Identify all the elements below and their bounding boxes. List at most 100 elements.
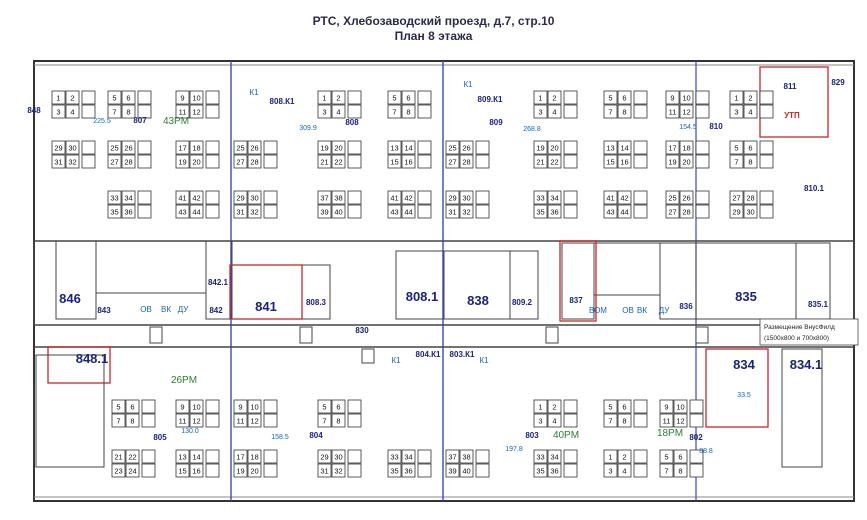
desk[interactable] — [417, 463, 432, 478]
desk[interactable] — [633, 190, 648, 205]
desk[interactable] — [347, 449, 362, 464]
desk[interactable] — [81, 90, 96, 105]
desk[interactable] — [233, 204, 248, 219]
desk[interactable] — [729, 190, 744, 205]
desk[interactable] — [233, 413, 248, 428]
desk[interactable] — [729, 140, 744, 155]
desk[interactable] — [317, 90, 332, 105]
desk[interactable] — [459, 463, 474, 478]
desk[interactable] — [563, 463, 578, 478]
desk[interactable] — [51, 90, 66, 105]
desk[interactable] — [263, 154, 278, 169]
desk[interactable] — [679, 204, 694, 219]
desk[interactable] — [347, 90, 362, 105]
desk[interactable] — [689, 463, 704, 478]
desk[interactable] — [633, 104, 648, 119]
desk[interactable] — [175, 90, 190, 105]
desk[interactable] — [563, 449, 578, 464]
desk[interactable] — [401, 204, 416, 219]
desk[interactable] — [475, 463, 490, 478]
desk[interactable] — [445, 190, 460, 205]
desk[interactable] — [347, 190, 362, 205]
desk[interactable] — [563, 90, 578, 105]
desk[interactable] — [189, 449, 204, 464]
desk[interactable] — [665, 104, 680, 119]
desk[interactable] — [679, 90, 694, 105]
desk[interactable] — [665, 204, 680, 219]
desk[interactable] — [175, 463, 190, 478]
desk[interactable] — [401, 190, 416, 205]
desk[interactable] — [247, 140, 262, 155]
desk[interactable] — [617, 190, 632, 205]
desk[interactable] — [603, 463, 618, 478]
desk[interactable] — [633, 90, 648, 105]
desk[interactable] — [743, 90, 758, 105]
desk[interactable] — [547, 90, 562, 105]
desk[interactable] — [633, 140, 648, 155]
desk[interactable] — [547, 104, 562, 119]
desk[interactable] — [617, 154, 632, 169]
desk[interactable] — [475, 140, 490, 155]
desk[interactable] — [125, 399, 140, 414]
desk[interactable] — [633, 449, 648, 464]
desk[interactable] — [387, 104, 402, 119]
desk[interactable] — [759, 140, 774, 155]
desk[interactable] — [141, 399, 156, 414]
desk[interactable] — [317, 399, 332, 414]
desk[interactable] — [81, 140, 96, 155]
desk[interactable] — [533, 104, 548, 119]
desk[interactable] — [189, 204, 204, 219]
desk[interactable] — [665, 140, 680, 155]
desk[interactable] — [563, 104, 578, 119]
desk[interactable] — [695, 190, 710, 205]
desk[interactable] — [137, 104, 152, 119]
desk[interactable] — [317, 154, 332, 169]
desk[interactable] — [189, 399, 204, 414]
desk[interactable] — [205, 90, 220, 105]
desk[interactable] — [141, 413, 156, 428]
desk[interactable] — [695, 104, 710, 119]
desk[interactable] — [111, 449, 126, 464]
desk[interactable] — [387, 449, 402, 464]
desk[interactable] — [603, 90, 618, 105]
desk[interactable] — [445, 154, 460, 169]
desk[interactable] — [475, 204, 490, 219]
desk[interactable] — [65, 90, 80, 105]
desk[interactable] — [347, 399, 362, 414]
desk[interactable] — [205, 190, 220, 205]
desk[interactable] — [673, 463, 688, 478]
desk[interactable] — [679, 154, 694, 169]
desk[interactable] — [617, 90, 632, 105]
desk[interactable] — [679, 104, 694, 119]
desk[interactable] — [533, 90, 548, 105]
desk[interactable] — [189, 190, 204, 205]
desk[interactable] — [331, 190, 346, 205]
desk[interactable] — [547, 204, 562, 219]
desk[interactable] — [121, 154, 136, 169]
desk[interactable] — [107, 90, 122, 105]
desk[interactable] — [121, 90, 136, 105]
desk[interactable] — [659, 463, 674, 478]
desk[interactable] — [111, 413, 126, 428]
desk[interactable] — [65, 140, 80, 155]
desk[interactable] — [563, 204, 578, 219]
desk[interactable] — [81, 154, 96, 169]
desk[interactable] — [331, 90, 346, 105]
desk[interactable] — [233, 190, 248, 205]
desk[interactable] — [65, 154, 80, 169]
